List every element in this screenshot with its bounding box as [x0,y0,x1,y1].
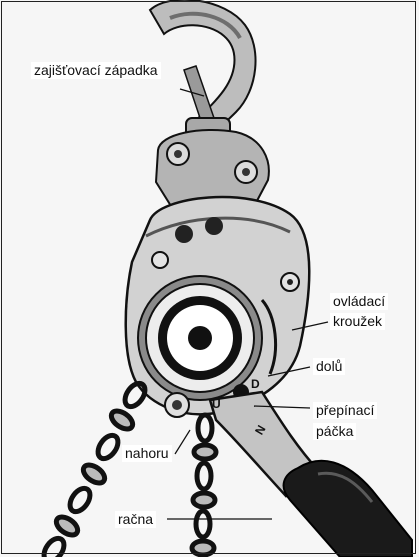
leader-up [175,430,190,454]
label-control-ring-line2: kroužek [330,313,385,330]
control-ring [138,276,262,400]
label-up: nahoru [122,445,172,462]
label-switch-lever-line2: páčka [313,423,356,440]
down-mark: D [251,378,260,390]
label-switch-lever-line1: přepínací [313,402,377,419]
load-chain-right [192,415,216,555]
load-chain-left [40,380,149,557]
label-control-ring-line1: ovládací [330,293,388,310]
label-down: dolů [313,358,345,375]
label-safety-latch: zajišťovací západka [31,62,161,79]
lever-grip [284,461,412,557]
up-mark: U [212,398,221,410]
label-ratchet: račna [115,511,156,528]
